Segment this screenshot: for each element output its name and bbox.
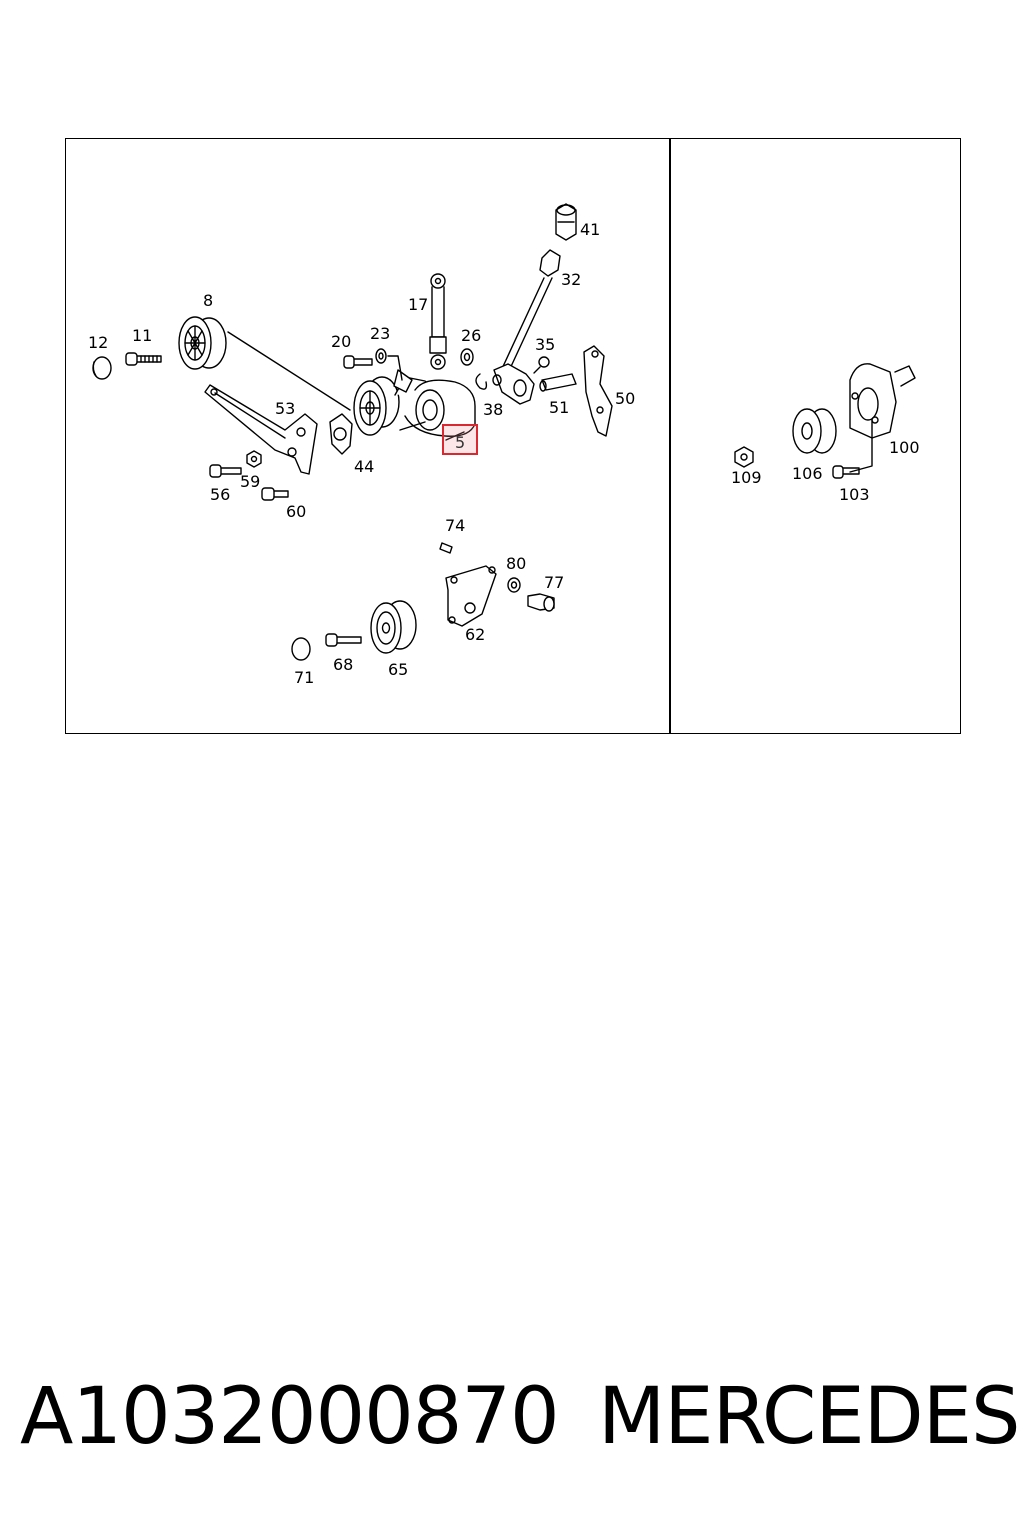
callout-56[interactable]: 56: [210, 485, 231, 504]
callout-20[interactable]: 20: [331, 332, 352, 351]
part-12-cap: [92, 356, 112, 380]
callout-60[interactable]: 60: [286, 502, 307, 521]
part-71-cap: [291, 637, 311, 661]
part-26-washer: [460, 348, 474, 366]
callout-35[interactable]: 35: [535, 335, 556, 354]
part-35-bolt: [533, 356, 550, 374]
footer-caption: A1032000870 MERCEDES: [20, 1372, 1020, 1462]
callout-68[interactable]: 68: [333, 655, 354, 674]
part-51-pin: [539, 373, 577, 392]
callout-38[interactable]: 38: [483, 400, 504, 419]
part-77-bolt: [527, 593, 555, 612]
part-56-bolt: [209, 464, 242, 478]
part-44-gasket: [329, 413, 353, 455]
callout-8[interactable]: 8: [203, 291, 214, 310]
callout-51[interactable]: 51: [549, 398, 570, 417]
leader-23: [387, 355, 403, 381]
callout-53[interactable]: 53: [275, 399, 296, 418]
part-8-pulley: [178, 316, 227, 370]
part-100-hub: [849, 363, 916, 473]
callout-23[interactable]: 23: [370, 324, 391, 343]
leader-8: [227, 331, 351, 411]
callout-100[interactable]: 100: [889, 438, 920, 457]
callout-59[interactable]: 59: [240, 472, 261, 491]
callout-12[interactable]: 12: [88, 333, 109, 352]
callout-109[interactable]: 109: [731, 468, 762, 487]
callout-80[interactable]: 80: [506, 554, 527, 573]
diagram-divider: [669, 138, 671, 734]
callout-17[interactable]: 17: [408, 295, 429, 314]
part-59-nut: [246, 450, 262, 468]
callout-32[interactable]: 32: [561, 270, 582, 289]
callout-71[interactable]: 71: [294, 668, 315, 687]
callout-41[interactable]: 41: [580, 220, 601, 239]
part-20-bolt: [343, 355, 373, 369]
brand-name: MERCEDES: [598, 1372, 1020, 1462]
part-109-nut: [734, 446, 754, 468]
callout-11[interactable]: 11: [132, 326, 153, 345]
callout-26[interactable]: 26: [461, 326, 482, 345]
part-53-bracket: [204, 384, 318, 475]
callout-44[interactable]: 44: [354, 457, 375, 476]
part-32-rod: [492, 249, 561, 405]
callout-77[interactable]: 77: [544, 573, 565, 592]
part-38-clip: [475, 373, 488, 390]
selected-part-highlight[interactable]: 5: [442, 424, 478, 455]
part-41-sleeve: [555, 203, 577, 241]
part-65-pulley: [370, 600, 417, 654]
callout-103[interactable]: 103: [839, 485, 870, 504]
callout-62[interactable]: 62: [465, 625, 486, 644]
callout-65[interactable]: 65: [388, 660, 409, 679]
part-60-bolt: [261, 487, 289, 501]
part-50-plate: [583, 345, 613, 437]
callout-5[interactable]: 5: [455, 433, 466, 452]
part-103-bolt: [832, 465, 860, 479]
diagram-frame: [65, 138, 961, 734]
part-number: A1032000870: [20, 1372, 560, 1462]
callout-50[interactable]: 50: [615, 389, 636, 408]
part-74-pin: [439, 542, 453, 554]
part-62-bracket: [445, 565, 497, 627]
part-5-tensioner: [353, 369, 476, 441]
part-80-washer: [507, 577, 521, 593]
part-106-disc: [792, 408, 837, 454]
callout-106[interactable]: 106: [792, 464, 823, 483]
part-68-bolt: [325, 633, 362, 647]
part-11-bolt: [125, 352, 162, 366]
part-23-washer: [375, 348, 387, 364]
callout-74[interactable]: 74: [445, 516, 466, 535]
part-17-damper: [429, 273, 447, 370]
